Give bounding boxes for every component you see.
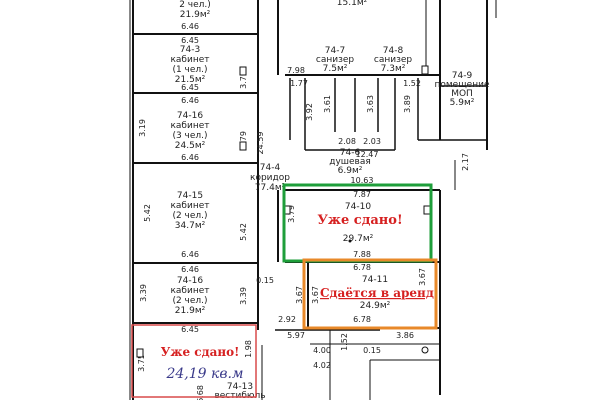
room-74-6-area: 6.9м² — [338, 166, 363, 176]
dim: 6.78 — [353, 315, 371, 324]
room-74-6-id: 74-6 — [340, 148, 361, 158]
dim: 24.59 — [256, 132, 265, 155]
dim: 7.88 — [353, 250, 371, 259]
dim: 3.92 — [305, 103, 314, 121]
room-74-16a-name: кабинет — [170, 121, 209, 131]
room-74-13-id: 74-13 — [227, 382, 253, 392]
dim: 3.19 — [138, 119, 147, 137]
dim: 7.98 — [287, 66, 305, 75]
dim: 6.46 — [181, 22, 199, 31]
dim: 6.46 — [181, 265, 199, 274]
room-74-16a-people: (3 чел.) — [172, 131, 207, 141]
room-74-8-area: 7.3м² — [381, 64, 406, 74]
room-74-9-name2: МОП — [451, 89, 473, 99]
walls — [129, 0, 497, 400]
room-top-label: 2 чел.) — [179, 0, 211, 10]
room-74-3-people: (1 чел.) — [172, 65, 207, 75]
dim: 0.15 — [363, 346, 381, 355]
dim: 3.86 — [396, 331, 414, 340]
room-74-7-name: санизер — [316, 55, 355, 65]
for-rent-box-74-11 — [302, 258, 438, 330]
room-74-6-name: душевая — [329, 157, 371, 167]
room-74-16b-name: кабинет — [170, 286, 209, 296]
room-74-7-id: 74-7 — [325, 46, 345, 56]
room-74-10-area: 29.7м² — [343, 234, 374, 244]
room-74-13-name: вестибюль — [214, 391, 265, 400]
dim: 1.52 — [340, 333, 349, 351]
room-74-10-id: 74-10 — [345, 202, 371, 212]
room-top-big-area: 15.1м² — [337, 0, 368, 8]
room-74-15-people: (2 чел.) — [172, 211, 207, 221]
dim: 6.45 — [181, 36, 199, 45]
room-74-9-name: помещение — [434, 80, 489, 90]
handwritten-area-note: 24,19 кв.м — [165, 366, 243, 382]
room-74-4-id: 74-4 — [260, 163, 281, 173]
room-74-15-area: 34.7м² — [175, 221, 206, 231]
dim: 5.42 — [143, 204, 152, 222]
dim: 6.45 — [181, 83, 199, 92]
dim: 1.52 — [403, 79, 421, 88]
room-74-8-name: санизер — [374, 55, 413, 65]
room-74-9-area: 5.9м² — [450, 98, 475, 108]
rented-box-bottom — [131, 324, 257, 398]
dim: 3.75 — [137, 354, 146, 372]
dim: 12.47 — [356, 150, 379, 159]
dim: 3.79 — [239, 131, 248, 149]
room-74-16a-id: 74-16 — [177, 111, 203, 121]
dim: 3.79 — [287, 205, 296, 223]
dim: 5.42 — [239, 223, 248, 241]
room-labels: 2 чел.) 21.9м² 15.1м² 74-3 кабинет (1 че… — [170, 0, 489, 400]
room-74-8-id: 74-8 — [383, 46, 404, 56]
room-74-4-name: коридор — [250, 173, 290, 183]
dim: 5.97 — [287, 331, 305, 340]
dim: 3.39 — [139, 284, 148, 302]
dim: 2.17 — [461, 153, 470, 171]
dim: 4.02 — [313, 361, 331, 370]
dim: 1.98 — [244, 340, 253, 358]
room-74-11-area: 24.9м² — [360, 301, 391, 311]
room-top-area: 21.9м² — [180, 10, 211, 20]
dim: 3.61 — [323, 95, 332, 113]
dim: 2.08 — [338, 137, 356, 146]
dim: 10.63 — [351, 176, 374, 185]
dim: 6.78 — [353, 263, 371, 272]
dim: 7.87 — [353, 190, 371, 199]
for-rent-label: Сдаётся в аренд — [320, 286, 434, 300]
dim: 0.15 — [256, 276, 274, 285]
dim: 3.39 — [239, 287, 248, 305]
room-74-3-id: 74-3 — [180, 45, 200, 55]
dim: 3.67 — [311, 286, 320, 304]
room-74-11-id: 74-11 — [362, 275, 388, 285]
room-74-9-id: 74-9 — [452, 71, 473, 81]
room-74-7-area: 7.5м² — [323, 64, 348, 74]
dim: 6.46 — [181, 96, 199, 105]
dim: 4.00 — [313, 346, 331, 355]
room-74-16b-id: 74-16 — [177, 276, 203, 286]
room-74-3-area: 21.5м² — [175, 75, 206, 85]
dim: 3.67 — [418, 268, 427, 286]
dim: 3.89 — [403, 95, 412, 113]
room-74-3-name: кабинет — [170, 55, 209, 65]
room-74-15-name: кабинет — [170, 201, 209, 211]
dim: 2.92 — [278, 315, 296, 324]
dimension-labels: 6.46 6.45 6.45 6.46 6.46 6.46 6.46 6.45 … — [137, 22, 470, 400]
dim: 6.45 — [181, 325, 199, 334]
room-74-16b-area: 21.9м² — [175, 306, 206, 316]
room-74-4-area: 77.4м² — [255, 183, 286, 193]
dim: 3.79 — [239, 71, 248, 89]
dim: 6.68 — [196, 385, 205, 400]
rented-label-1: Уже сдано! — [317, 213, 402, 228]
dim: 1.77 — [290, 79, 308, 88]
dim: 3.67 — [295, 286, 304, 304]
dim: 6.46 — [181, 153, 199, 162]
rented-label-2: Уже сдано! — [161, 345, 240, 359]
dim: 2.03 — [363, 137, 381, 146]
dim: 3.63 — [366, 95, 375, 113]
room-74-16b-people: (2 чел.) — [172, 296, 207, 306]
room-74-15-id: 74-15 — [177, 191, 203, 201]
dim: 6.46 — [181, 250, 199, 259]
room-74-16a-area: 24.5м² — [175, 141, 206, 151]
